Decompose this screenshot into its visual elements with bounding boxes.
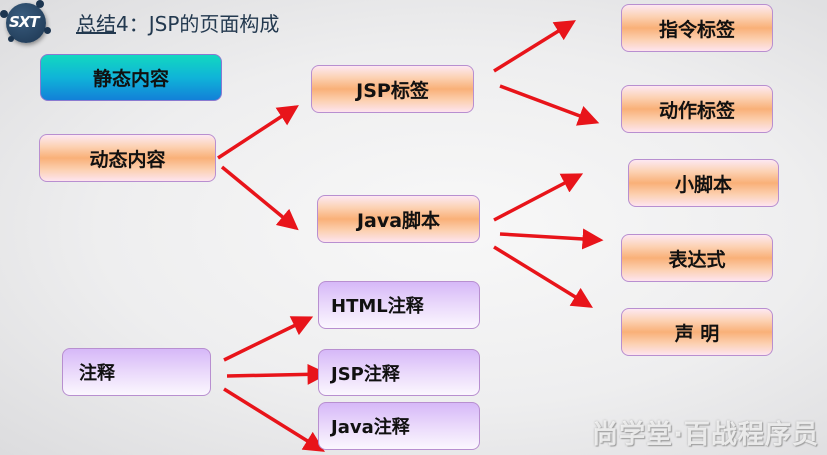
declaration-box: 声 明	[621, 308, 773, 356]
watermark: 尚学堂·百战程序员	[592, 420, 819, 450]
java-script-label: Java脚本	[356, 209, 441, 232]
expression-label: 表达式	[668, 248, 726, 271]
comments-box: 注释	[62, 348, 211, 396]
directive-tags-box: 指令标签	[621, 4, 773, 52]
html-comment-label: HTML注释	[331, 296, 424, 317]
logo-dot	[44, 27, 51, 34]
scriptlet-box: 小脚本	[628, 159, 779, 207]
dynamic-content-label: 动态内容	[89, 148, 166, 171]
directive-tags-label: 指令标签	[658, 18, 735, 41]
html-comment-box: HTML注释	[318, 281, 480, 329]
logo-dot	[0, 10, 8, 18]
static-content-box: 静态内容	[40, 54, 222, 101]
action-tags-label: 动作标签	[658, 99, 735, 122]
action-tags-box: 动作标签	[621, 85, 773, 133]
declaration-label: 声 明	[674, 322, 720, 345]
comments-label: 注释	[79, 363, 115, 384]
dynamic-content-box: 动态内容	[39, 134, 216, 182]
jsp-comment-label: JSP注释	[331, 363, 400, 385]
title-prefix: 总结	[76, 12, 116, 36]
scriptlet-label: 小脚本	[674, 173, 732, 196]
java-comment-label: Java注释	[331, 417, 410, 438]
java-comment-box: Java注释	[318, 402, 480, 450]
static-content-label: 静态内容	[92, 68, 169, 90]
title-rest: 4：JSP的页面构成	[116, 12, 280, 36]
java-script-box: Java脚本	[317, 195, 480, 243]
expression-box: 表达式	[621, 234, 773, 282]
page-title: 总结4：JSP的页面构成	[76, 8, 279, 37]
logo-dot	[36, 0, 44, 8]
jsp-tags-label: JSP标签	[356, 79, 429, 102]
jsp-comment-box: JSP注释	[318, 349, 480, 396]
logo-text: SXT	[9, 13, 40, 31]
jsp-tags-box: JSP标签	[311, 65, 474, 113]
logo-dot	[8, 36, 14, 42]
